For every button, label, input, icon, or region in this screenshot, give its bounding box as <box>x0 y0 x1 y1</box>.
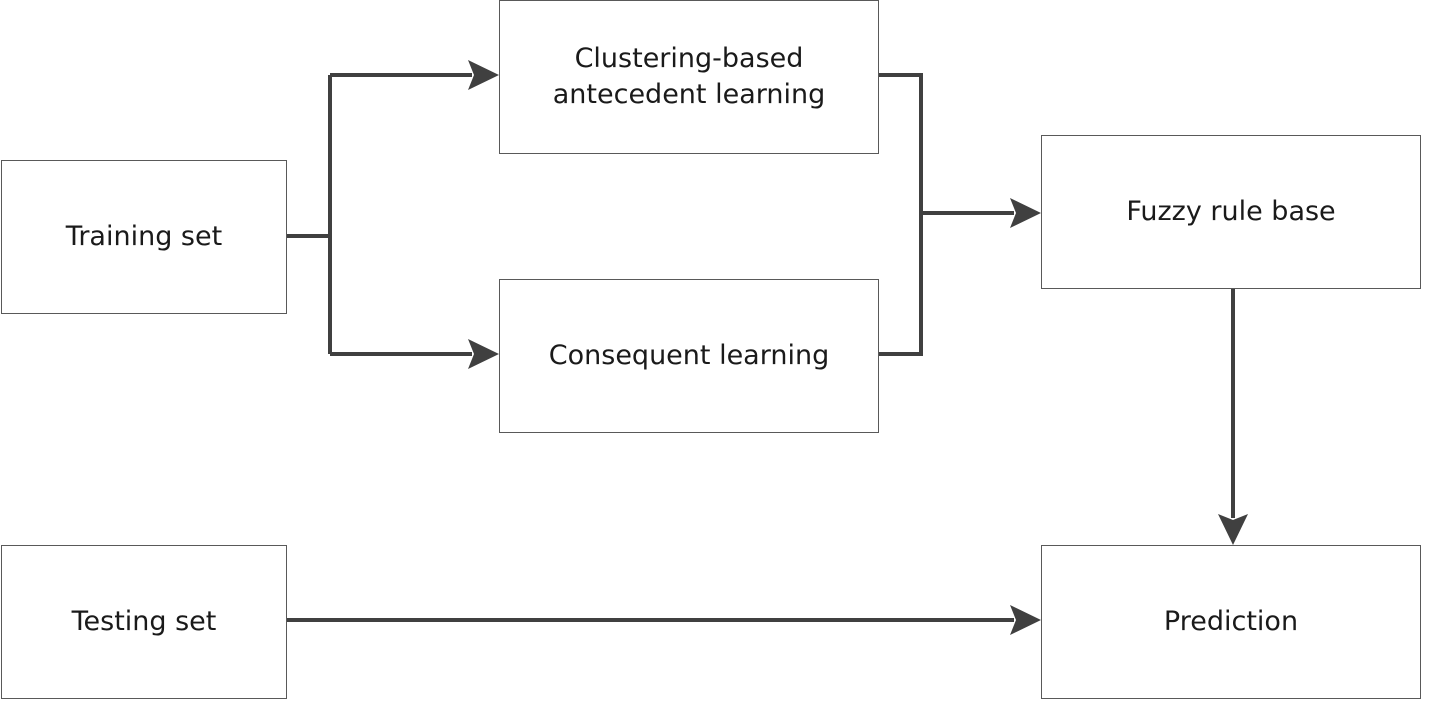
arrowhead-to-prediction-right <box>1010 605 1041 635</box>
clustering-antecedent-box: Clustering-based antecedent learning <box>499 0 879 154</box>
prediction-label: Prediction <box>1163 606 1299 637</box>
testing-set-box: Testing set <box>1 545 287 699</box>
connector-clustering-to-merge <box>879 73 923 356</box>
testing-set-label: Testing set <box>71 606 217 637</box>
consequent-learning-label: Consequent learning <box>548 340 830 371</box>
arrowhead-to-consequent <box>468 339 499 369</box>
fuzzy-rule-base-label: Fuzzy rule base <box>1126 196 1336 227</box>
training-set-label: Training set <box>65 221 223 252</box>
training-set-box: Training set <box>1 160 287 314</box>
arrowhead-to-prediction-down <box>1218 514 1248 545</box>
arrowhead-to-fuzzy <box>1010 198 1041 228</box>
consequent-learning-box: Consequent learning <box>499 279 879 433</box>
fuzzy-rule-base-box: Fuzzy rule base <box>1041 135 1421 289</box>
arrowhead-to-clustering <box>468 60 499 90</box>
clustering-antecedent-label: Clustering-based antecedent learning <box>552 43 826 110</box>
prediction-box: Prediction <box>1041 545 1421 699</box>
